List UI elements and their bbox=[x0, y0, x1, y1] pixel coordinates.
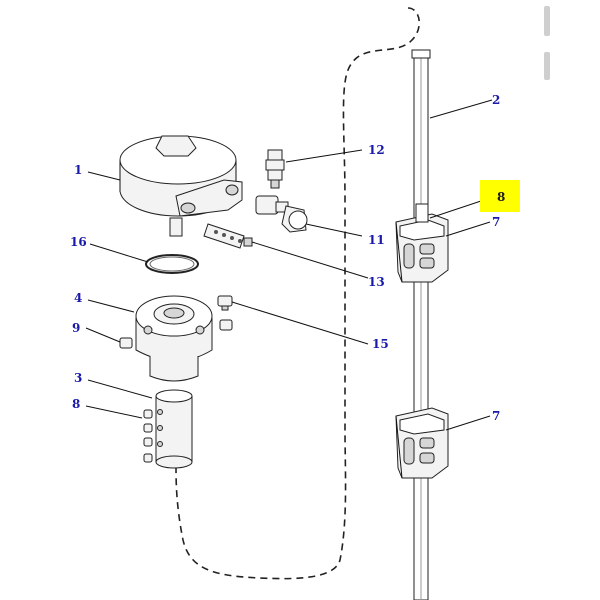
callout-11: 11 bbox=[368, 233, 385, 247]
set-screws-part-8 bbox=[143, 409, 153, 463]
leader-lines bbox=[85, 99, 493, 431]
clamp-upper bbox=[395, 203, 449, 283]
plug-part-9 bbox=[119, 337, 133, 349]
callout-3: 3 bbox=[74, 371, 82, 385]
scrollbar-thumb-top[interactable] bbox=[544, 6, 550, 36]
callout-12: 12 bbox=[368, 143, 385, 157]
callout-9: 9 bbox=[72, 321, 80, 335]
o-ring-part-16 bbox=[145, 254, 199, 274]
cylinder-part-3 bbox=[155, 389, 193, 469]
clamp-lower bbox=[395, 407, 449, 479]
callout-2: 2 bbox=[492, 93, 500, 107]
callout-8: 8 bbox=[72, 397, 80, 411]
callout-8-highlighted: 8 bbox=[497, 190, 505, 204]
screw-part-15 bbox=[217, 295, 233, 331]
callout-1: 1 bbox=[74, 163, 82, 177]
callout-16: 16 bbox=[70, 235, 87, 249]
callout-4: 4 bbox=[74, 291, 82, 305]
callout-7-lower: 7 bbox=[492, 409, 500, 423]
rod-part bbox=[411, 49, 431, 600]
callout-15: 15 bbox=[372, 337, 389, 351]
callout-7-upper: 7 bbox=[492, 215, 500, 229]
elbow-part-11 bbox=[255, 195, 308, 233]
cap-housing-part bbox=[119, 135, 243, 237]
muffler-part-13 bbox=[203, 223, 253, 249]
body-part-4 bbox=[135, 295, 213, 382]
scrollbar-thumb-bottom[interactable] bbox=[544, 52, 550, 80]
fitting-part-12 bbox=[265, 149, 285, 189]
highlight-box bbox=[480, 180, 520, 212]
callout-13: 13 bbox=[368, 275, 385, 289]
dashed-connection-line bbox=[175, 7, 420, 580]
